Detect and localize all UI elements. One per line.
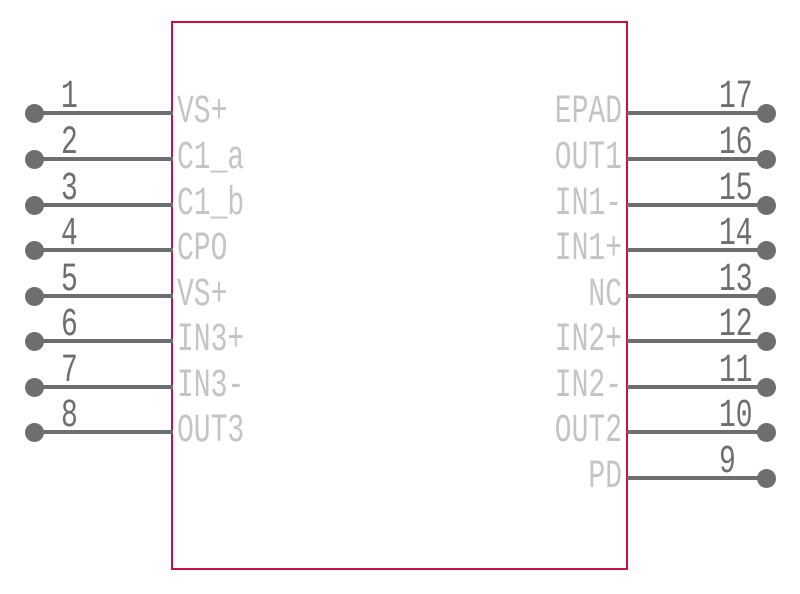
pin-number: 8 <box>61 394 78 439</box>
pin-number: 1 <box>61 75 78 120</box>
pin-label: VS+ <box>177 273 228 318</box>
pin-label: NC <box>588 273 622 318</box>
pin-label: IN3- <box>177 364 245 409</box>
pin-wire <box>627 111 767 115</box>
pin-dot <box>25 195 44 215</box>
pin-label: VS+ <box>177 90 228 135</box>
pin-wire <box>627 339 767 343</box>
pin-label: OUT2 <box>554 409 622 454</box>
pin-wire <box>35 385 173 389</box>
pin-wire <box>627 203 767 207</box>
pin-wire <box>35 203 173 207</box>
pin-wire <box>627 248 767 252</box>
pin-label: IN2+ <box>554 318 622 363</box>
pin-dot <box>25 422 44 442</box>
pin-number: 2 <box>61 121 78 166</box>
pin-label: C1_b <box>177 182 245 227</box>
pin-wire <box>627 157 767 161</box>
pin-dot <box>25 240 44 260</box>
pin-label: EPAD <box>554 90 622 135</box>
pin-number: 6 <box>61 303 78 348</box>
pin-number: 17 <box>719 75 753 120</box>
pin-label: OUT3 <box>177 409 245 454</box>
pin-number: 4 <box>61 212 78 257</box>
pin-number: 15 <box>719 167 753 212</box>
pin-number: 16 <box>719 121 753 166</box>
pin-wire <box>35 248 173 252</box>
pin-label: OUT1 <box>554 136 622 181</box>
pin-number: 14 <box>719 212 753 257</box>
pin-number: 12 <box>719 303 753 348</box>
pin-wire <box>35 111 173 115</box>
pin-number: 5 <box>61 258 78 303</box>
pin-wire <box>35 157 173 161</box>
pin-number: 7 <box>61 349 78 394</box>
pin-wire <box>627 294 767 298</box>
pin-label: IN3+ <box>177 318 245 363</box>
pin-label: CPO <box>177 227 228 272</box>
pin-dot <box>25 103 44 123</box>
pin-number: 13 <box>719 258 753 303</box>
ic-body-outline <box>171 21 628 570</box>
pin-wire <box>627 385 767 389</box>
pin-number: 11 <box>719 349 753 394</box>
pin-wire <box>35 294 173 298</box>
pin-dot <box>25 331 44 351</box>
pin-number: 10 <box>719 394 753 439</box>
pin-label: IN1+ <box>554 227 622 272</box>
pin-wire <box>35 430 173 434</box>
pin-label: IN1- <box>554 182 622 227</box>
pin-label: C1_a <box>177 136 245 181</box>
pin-dot <box>25 286 44 306</box>
pin-wire <box>627 476 767 480</box>
pin-wire <box>35 339 173 343</box>
pin-number: 3 <box>61 167 78 212</box>
pin-label: IN2- <box>554 364 622 409</box>
pin-label: PD <box>588 455 622 500</box>
pin-dot <box>25 149 44 169</box>
pin-wire <box>627 430 767 434</box>
pin-dot <box>25 377 44 397</box>
pin-number: 9 <box>719 440 736 485</box>
